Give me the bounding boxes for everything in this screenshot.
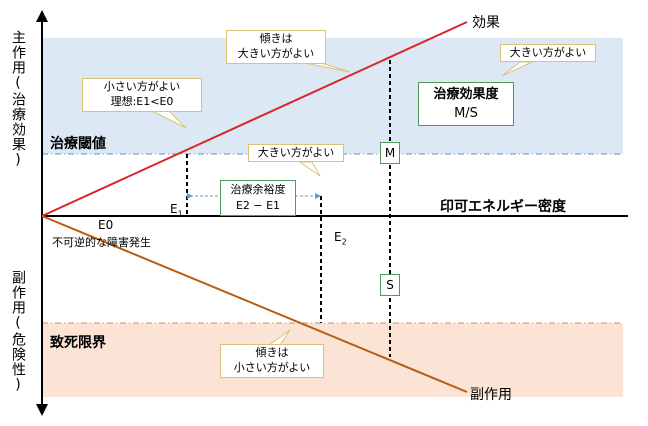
m-marker: M	[380, 142, 400, 164]
callout-pointer-ratio	[501, 61, 533, 77]
y-axis-arrow-bottom	[36, 404, 48, 416]
callout-small-better: 小さい方がよい 理想:E1<E0	[82, 78, 202, 112]
y-axis-bottom-label: 副作用(危険性)	[10, 270, 26, 394]
callout-margin-big: 大きい方がよい	[248, 144, 344, 162]
side-effect-line	[41, 215, 468, 393]
callout-pointer-margin	[298, 161, 321, 177]
lethal-limit-label: 致死限界	[50, 335, 106, 351]
e2-label: E2	[334, 230, 347, 247]
y-axis-arrow-top	[36, 10, 48, 22]
e0-note: 不可逆的な障害発生	[52, 236, 151, 249]
y-axis-top-label: 主作用(治療効果)	[10, 30, 26, 169]
callout-side-slope: 傾きは 小さい方がよい	[220, 344, 324, 378]
callout-ratio-big: 大きい方がよい	[500, 44, 596, 62]
callout-effect-slope: 傾きは 大きい方がよい	[226, 30, 326, 64]
effect-line-label: 効果	[472, 15, 500, 31]
e0-label: E0	[98, 218, 114, 232]
side-effect-line-label: 副作用	[470, 387, 512, 403]
lower-zone	[42, 323, 623, 397]
e1-label: E1	[170, 202, 183, 219]
therapeutic-threshold-label: 治療閾値	[50, 136, 106, 152]
effect-line	[41, 21, 468, 217]
treatment-margin-box: 治療余裕度 E2 − E1	[220, 180, 296, 216]
therapeutic-effect-box: 治療効果度 M/S	[418, 82, 514, 126]
x-axis-label: 印可エネルギー密度	[440, 199, 566, 215]
s-marker: S	[380, 274, 400, 296]
